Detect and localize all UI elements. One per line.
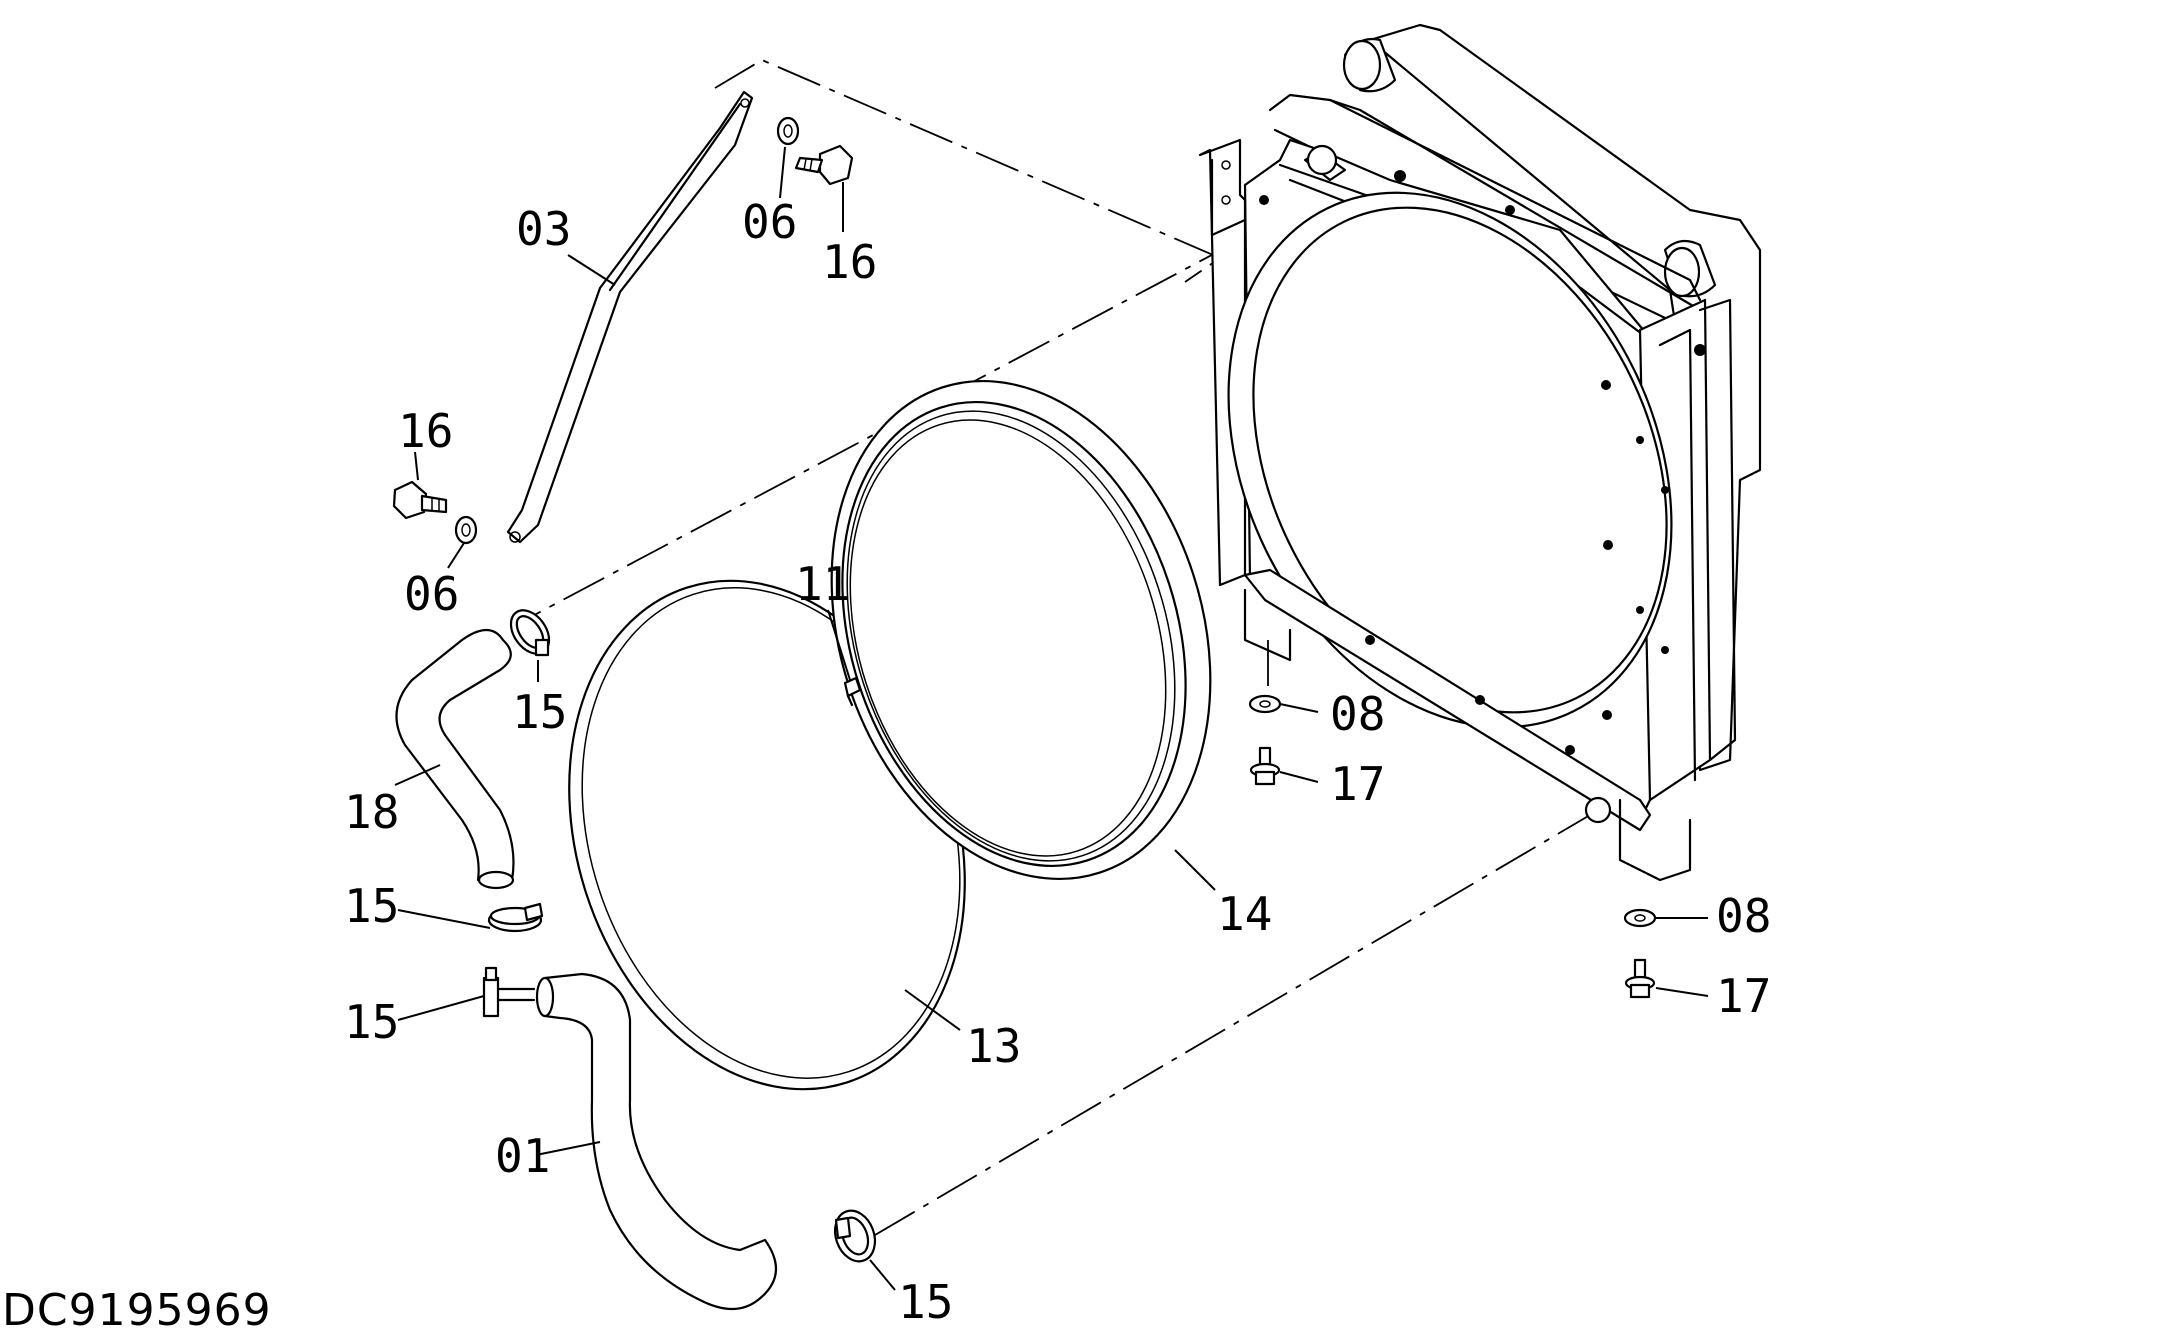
callout-15-mid: 15 [344,879,399,933]
upper-hose-18 [395,628,515,890]
callout-labels: 03 06 16 16 06 15 18 15 15 01 15 11 13 1… [344,195,1771,1329]
callout-17-upper: 17 [1330,757,1385,811]
callout-01: 01 [495,1129,550,1183]
callout-16-top: 16 [822,235,877,289]
fan-ring-14 [830,380,1212,880]
document-id: DC9195969 [2,1285,272,1336]
bolt-16-top [794,144,854,186]
callout-17-lower: 17 [1716,969,1771,1023]
shroud-bolt-dots [1259,170,1706,755]
clamp-15-mid [487,902,544,933]
radiator-shroud-assembly [1198,23,1762,882]
bolt-16-left [392,480,448,520]
stay-rod-03 [506,90,754,544]
clip-11 [843,676,862,707]
callout-06-top: 06 [742,195,797,249]
bolt-17-lower [1624,958,1656,999]
callout-13: 13 [966,1019,1021,1073]
washer-08-lower [1623,908,1657,928]
lower-hose-01 [535,972,778,1310]
callout-18: 18 [344,785,399,839]
callout-16-left: 16 [398,404,453,458]
bolt-17-upper [1249,746,1281,786]
callout-08-lower: 08 [1716,889,1771,943]
washer-06-left [454,515,478,545]
callout-08-upper: 08 [1330,687,1385,741]
callout-11: 11 [795,557,850,611]
callout-03: 03 [516,202,571,256]
leader-lines [394,146,1709,1291]
clamp-15-low [482,966,536,1018]
washer-08-upper [1248,694,1282,714]
clamp-15-bottom [833,1209,877,1263]
washer-06-top [776,116,800,146]
callout-14: 14 [1217,887,1272,941]
clamp-15-upper [509,609,551,657]
callout-06-left: 06 [404,567,459,621]
callout-15-low: 15 [344,995,399,1049]
callout-15-upper: 15 [512,685,567,739]
callout-15-bottom: 15 [898,1275,953,1329]
